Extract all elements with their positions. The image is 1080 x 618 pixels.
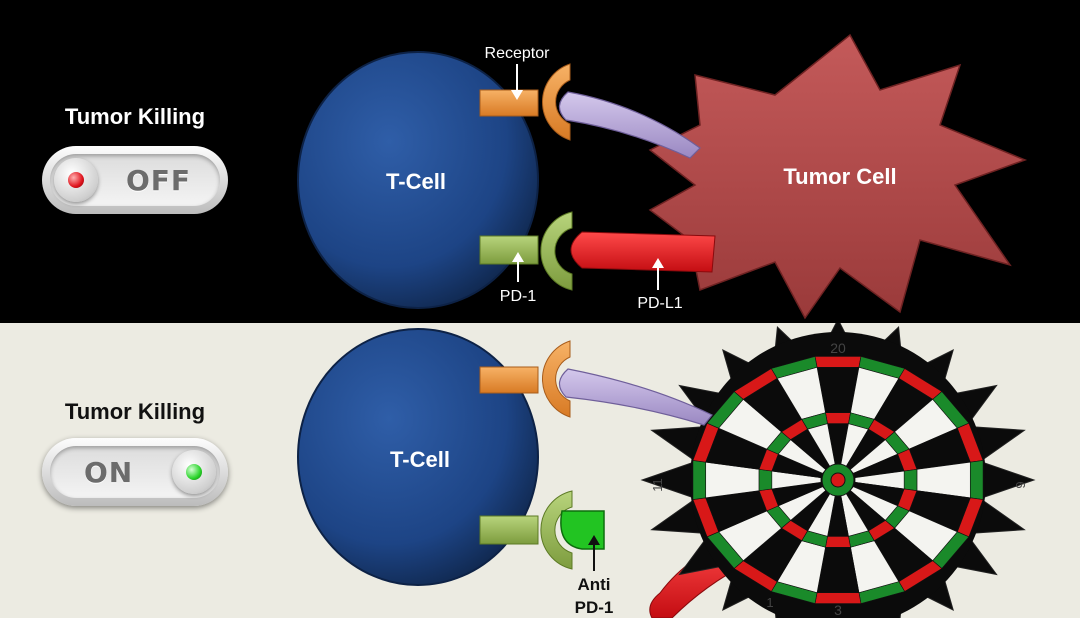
immune-checkpoint-diagram-off: T-Cell Tumor Cell Receptor PD-1 PD-L1 xyxy=(297,33,1028,320)
dartboard-double-ring-segment xyxy=(969,460,984,500)
dartboard-segments xyxy=(692,356,984,604)
t-cell-label: T-Cell xyxy=(386,169,446,194)
dartboard-number-top: 20 xyxy=(830,340,846,356)
pd-1-stem xyxy=(479,515,539,545)
dartboard-number-right: 6 xyxy=(1013,481,1028,488)
dartboard-number-bottom: 3 xyxy=(834,602,842,618)
t-cell xyxy=(297,328,539,586)
tumor-killing-toggle-off[interactable]: OFF xyxy=(42,146,228,214)
receptor-cup xyxy=(541,63,571,141)
pd-l1-label: PD-L1 xyxy=(637,295,682,312)
pd-l1 xyxy=(570,231,716,273)
toggle-state-label: ON xyxy=(84,456,134,489)
toggle-knob[interactable] xyxy=(172,450,216,494)
dartboard-triple-ring-segment xyxy=(903,469,918,491)
led-indicator-icon xyxy=(68,172,84,188)
toggle-track: ON xyxy=(50,446,220,498)
ligand xyxy=(558,91,701,159)
dartboard-number-bottom-left: 1 xyxy=(766,595,773,610)
dartboard-triple-ring-segment xyxy=(758,469,773,491)
t-cell-label: T-Cell xyxy=(390,447,450,472)
pd-1-label: PD-1 xyxy=(500,288,537,305)
toggle-knob[interactable] xyxy=(54,158,98,202)
pd-1-cup xyxy=(540,211,573,291)
pd-1-arrow-head xyxy=(512,252,524,262)
receptor-stem xyxy=(479,366,539,394)
t-cell xyxy=(297,51,539,309)
ligand xyxy=(558,368,713,426)
receptor-arrow-head xyxy=(511,90,523,100)
toggle-track: OFF xyxy=(50,154,220,206)
tumor-killing-toggle-on[interactable]: ON xyxy=(42,438,228,506)
dartboard-double-ring-segment xyxy=(692,460,707,500)
dartboard-number-left: 11 xyxy=(650,478,665,492)
antibody-label-line2: PD-1 xyxy=(575,598,614,617)
immune-checkpoint-diagram-on: T-Cell 20 6 3 11 1 Anti PD-1 xyxy=(297,323,1036,618)
top-panel: Tumor Killing OFF xyxy=(0,0,1080,323)
tumor-cell-label: Tumor Cell xyxy=(783,164,896,189)
receptor-label: Receptor xyxy=(485,45,551,62)
dartboard-double-ring-segment xyxy=(814,356,862,368)
receptor-cup xyxy=(541,340,571,418)
dartboard-bullseye xyxy=(830,472,846,488)
toggle-state-label: OFF xyxy=(126,164,192,197)
dartboard-triple-ring-segment xyxy=(825,412,851,424)
dartboard-tumor-target: 20 6 3 11 1 xyxy=(640,323,1036,618)
switch-title: Tumor Killing xyxy=(64,104,206,129)
tumor-cell xyxy=(648,33,1028,320)
bottom-panel: Tumor Killing ON T-Cell 20 6 3 11 1 xyxy=(0,323,1080,618)
led-indicator-icon xyxy=(186,464,202,480)
switch-title: Tumor Killing xyxy=(64,399,206,424)
pd-1-stem xyxy=(479,235,539,265)
receptor-stem xyxy=(479,89,539,117)
dartboard-triple-ring-segment xyxy=(825,536,851,548)
antibody-label-line1: Anti xyxy=(577,575,610,594)
antibody-arrow-head xyxy=(588,535,600,545)
pd-l1-arrow-head xyxy=(652,258,664,268)
